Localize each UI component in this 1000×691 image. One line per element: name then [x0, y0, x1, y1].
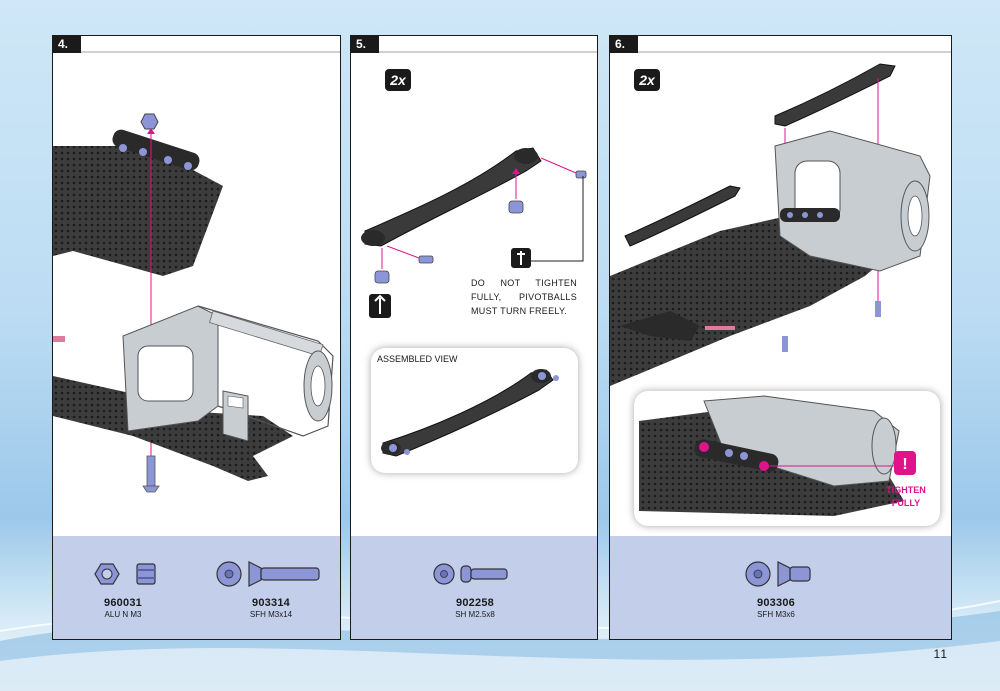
quantity-badge: 2x — [385, 69, 411, 91]
header-rule — [81, 51, 340, 53]
tighten-line-1: TIGHTEN — [886, 485, 926, 495]
step-6-panel: 6. 2x — [609, 35, 952, 640]
page-number: 11 — [933, 647, 948, 661]
parts-band: 903306 SFH M3x6 — [610, 536, 951, 639]
assembled-link-illustration — [381, 369, 559, 457]
part-desc: SFH M3x6 — [757, 610, 795, 619]
alu-nut — [140, 113, 159, 130]
warning-icon — [894, 451, 916, 475]
part-desc: SFH M3x14 — [249, 610, 293, 619]
part-903314: 903314 SFH M3x14 — [231, 597, 311, 619]
part-desc: ALU N M3 — [104, 610, 142, 619]
part-code: 902258 — [456, 597, 494, 609]
chassis-illustration — [53, 113, 334, 493]
screw-icon — [216, 561, 320, 587]
parts-band: 902258 SH M2.5x8 — [351, 536, 597, 639]
countersunk-screw — [146, 455, 156, 487]
camber-link-illustration — [361, 147, 587, 318]
step-number: 5. — [351, 36, 379, 53]
part-desc: SH M2.5x8 — [455, 610, 495, 619]
bumper-mount — [112, 129, 200, 171]
quantity-badge: 2x — [634, 69, 660, 91]
screw-icon — [433, 563, 508, 585]
assembled-view-box: ASSEMBLED VIEW — [371, 348, 578, 473]
part-code: 960031 — [104, 597, 142, 609]
part-960031: 960031 ALU N M3 — [83, 597, 163, 619]
top-deck-plate — [53, 146, 223, 276]
tighten-line-2: FULLY — [891, 498, 921, 508]
part-902258: 902258 SH M2.5x8 — [435, 597, 515, 619]
assembly-note: DO NOT TIGHTEN FULLY, PIVOTBALLS MUST TU… — [471, 278, 577, 316]
parts-band: 960031 ALU N M3 903314 SFH M3x14 — [53, 536, 340, 639]
tighten-fully-label: TIGHTEN FULLY — [878, 484, 934, 510]
step-5-panel: 5. 2x DO NOT TIGHTEN FULLY, PIVOTBALLS M… — [350, 35, 598, 640]
header-rule — [638, 51, 951, 53]
detail-illustration: ! — [639, 395, 916, 516]
screw-icon — [745, 561, 811, 587]
part-code: 903306 — [757, 597, 795, 609]
main-chassis-plate — [53, 376, 293, 481]
part-code: 903314 — [252, 597, 290, 609]
step-number: 4. — [53, 36, 81, 53]
header-rule — [379, 51, 597, 53]
step-number: 6. — [610, 36, 638, 53]
assembled-view-title: ASSEMBLED VIEW — [377, 354, 458, 364]
detail-view-box: ! TIGHTEN FULLY — [634, 391, 940, 526]
step-4-panel: 4. — [52, 35, 341, 640]
camber-link — [364, 147, 542, 247]
svg-text:!: ! — [902, 456, 907, 473]
assembly-illustration — [610, 63, 931, 386]
part-903306: 903306 SFH M3x6 — [736, 597, 816, 619]
nut-icon — [94, 563, 156, 585]
